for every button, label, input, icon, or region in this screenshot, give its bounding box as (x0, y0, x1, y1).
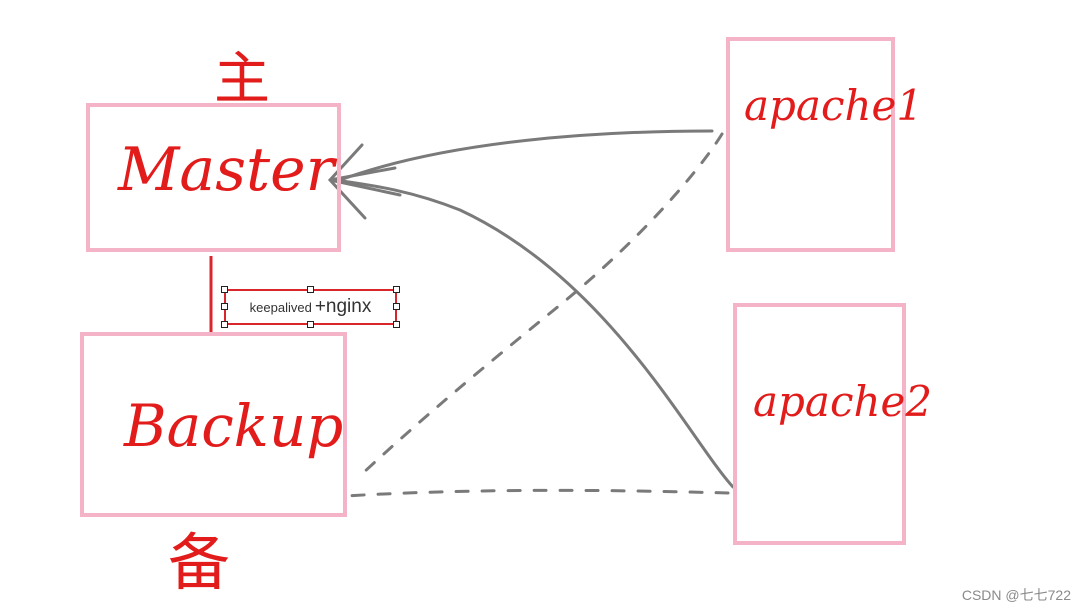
apache2-label: apache2 (753, 377, 933, 426)
apache2-node: apache2 (733, 303, 932, 545)
resize-handle-ml[interactable] (221, 303, 228, 310)
tag-keepalived-text: keepalived (249, 299, 312, 315)
resize-handle-br[interactable] (393, 321, 400, 328)
backup-caption: 备 (168, 526, 231, 599)
apache1-node: apache1 (726, 37, 923, 252)
resize-handle-bl[interactable] (221, 321, 228, 328)
dashed-apache1-to-backup (360, 132, 724, 476)
tag-nginx-text: +nginx (314, 296, 372, 317)
resize-handle-mr[interactable] (393, 303, 400, 310)
backup-node: Backup (80, 332, 347, 517)
resize-handle-tm[interactable] (307, 286, 314, 293)
apache1-label: apache1 (744, 81, 924, 130)
master-caption: 主 (214, 47, 270, 112)
keepalived-nginx-tag[interactable]: keepalived +nginx (224, 289, 397, 325)
resize-handle-bm[interactable] (307, 321, 314, 328)
backup-label: Backup (124, 392, 344, 460)
csdn-watermark: CSDN @七七722 (961, 587, 1071, 603)
arrow-apache2-to-master (333, 178, 735, 489)
master-label: Master (118, 135, 335, 205)
master-node: Master (86, 103, 341, 252)
resize-handle-tr[interactable] (393, 286, 400, 293)
arrow-apache1-to-master (338, 129, 714, 182)
resize-handle-tl[interactable] (221, 286, 228, 293)
dashed-apache2-to-backup (343, 488, 730, 498)
